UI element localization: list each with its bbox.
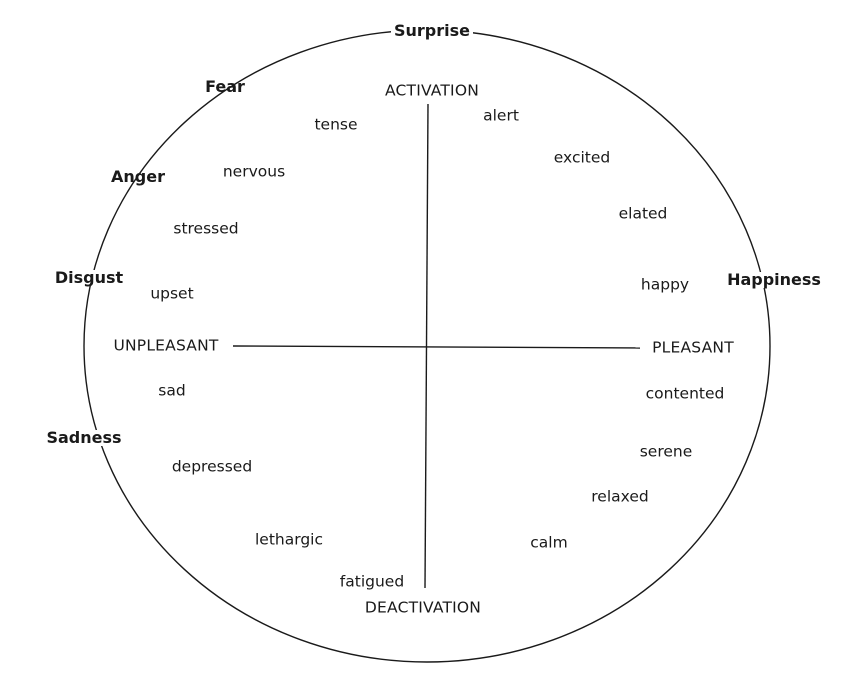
axis-label-activation: ACTIVATION <box>384 81 480 100</box>
emotion-label-happiness: Happiness <box>724 272 824 288</box>
word-contented: contented <box>645 384 725 403</box>
word-happy: happy <box>640 275 690 294</box>
activation-axis-line <box>424 103 429 589</box>
pleasantness-axis-line <box>232 345 641 349</box>
word-depressed: depressed <box>171 457 253 476</box>
word-fatigued: fatigued <box>339 572 405 591</box>
axis-label-unpleasant: UNPLEASANT <box>113 336 219 355</box>
word-elated: elated <box>618 204 668 223</box>
word-upset: upset <box>150 284 194 303</box>
emotion-label-surprise: Surprise <box>390 23 474 39</box>
word-calm: calm <box>530 533 568 552</box>
emotion-label-fear: Fear <box>205 77 245 96</box>
word-tense: tense <box>314 115 358 134</box>
word-sad: sad <box>158 381 186 400</box>
emotion-label-sadness: Sadness <box>43 430 125 446</box>
word-nervous: nervous <box>222 162 286 181</box>
axis-label-pleasant: PLEASANT <box>652 338 734 357</box>
axis-label-deactivation: DEACTIVATION <box>364 598 482 617</box>
word-excited: excited <box>553 148 611 167</box>
word-serene: serene <box>639 442 693 461</box>
word-alert: alert <box>483 106 519 125</box>
word-relaxed: relaxed <box>591 487 649 506</box>
word-lethargic: lethargic <box>254 530 324 549</box>
word-stressed: stressed <box>173 219 239 238</box>
emotion-label-anger: Anger <box>111 167 165 186</box>
emotion-label-disgust: Disgust <box>51 270 127 286</box>
